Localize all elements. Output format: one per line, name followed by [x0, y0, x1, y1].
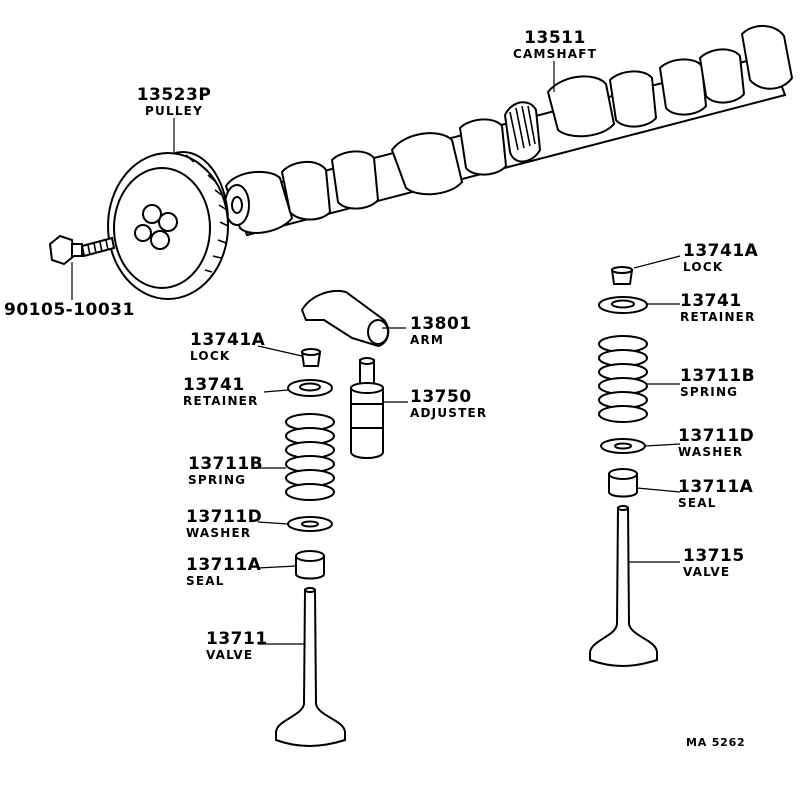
part-number: 13741 — [680, 291, 742, 311]
callout-camshaft: 13511 CAMSHAFT — [513, 28, 597, 61]
left-spring-drawing — [285, 413, 335, 501]
part-name: SPRING — [680, 385, 739, 399]
camshaft-gear-teeth — [509, 105, 536, 151]
left-valve-drawing — [275, 587, 346, 747]
part-name: LOCK — [683, 260, 724, 274]
right-spring-drawing — [598, 335, 648, 423]
bolt-drawing — [48, 234, 116, 266]
part-name: CAMSHAFT — [513, 47, 597, 61]
part-number: 13711A — [186, 555, 262, 575]
callout-left-washer: 13711D WASHER — [186, 507, 263, 540]
right-valve-drawing — [589, 505, 658, 667]
leader-left-lock — [257, 345, 303, 357]
part-name: RETAINER — [680, 310, 756, 324]
part-number: 13711B — [188, 454, 264, 474]
callout-left-retainer: 13741 RETAINER — [183, 375, 259, 408]
part-number: 13711B — [680, 366, 756, 386]
part-name: SPRING — [188, 473, 247, 487]
callout-right-spring: 13711B SPRING — [680, 366, 756, 399]
callout-bolt: 90105-10031 — [4, 302, 135, 319]
leader-right-lock — [633, 255, 681, 269]
diagram-reference-code: MA 5262 — [686, 736, 746, 749]
callout-left-valve: 13711 VALVE — [206, 629, 268, 662]
part-number: 13511 — [524, 28, 586, 48]
callout-right-washer: 13711D WASHER — [678, 426, 755, 459]
left-retainer-drawing — [287, 379, 333, 397]
callout-right-retainer: 13741 RETAINER — [680, 291, 756, 324]
part-name: WASHER — [678, 445, 744, 459]
part-name: WASHER — [186, 526, 252, 540]
callout-right-seal: 13711A SEAL — [678, 477, 754, 510]
callout-arm: 13801 ARM — [410, 314, 472, 347]
rocker-arm-drawing — [300, 290, 390, 348]
callout-left-spring: 13711B SPRING — [188, 454, 264, 487]
part-name: ADJUSTER — [410, 406, 488, 420]
part-name: VALVE — [206, 648, 254, 662]
camshaft-drawing — [224, 25, 794, 237]
right-retainer-drawing — [598, 296, 648, 314]
part-number: 13801 — [410, 314, 472, 334]
leader-left-seal — [257, 565, 297, 569]
leader-right-seal — [636, 487, 681, 493]
callout-right-lock: 13741A LOCK — [683, 241, 759, 274]
part-number: 13711D — [186, 507, 263, 527]
part-number: 13523P — [136, 85, 212, 105]
pulley-teeth — [185, 154, 229, 273]
part-number: 13741A — [683, 241, 759, 261]
callout-right-valve: 13715 VALVE — [683, 546, 745, 579]
part-number: 13741A — [190, 330, 266, 350]
part-name: LOCK — [190, 349, 231, 363]
callout-left-lock: 13741A LOCK — [190, 330, 266, 363]
part-number: 13711D — [678, 426, 755, 446]
bolt-threads — [87, 239, 109, 256]
callout-pulley: 13523P PULLEY — [136, 85, 212, 118]
left-seal-drawing — [295, 550, 325, 580]
left-washer-drawing — [287, 516, 333, 532]
part-number: 13711A — [678, 477, 754, 497]
pulley-drawing — [107, 151, 229, 300]
part-number: 90105-10031 — [4, 300, 135, 320]
right-washer-drawing — [600, 438, 646, 454]
right-seal-drawing — [608, 468, 638, 498]
part-name: PULLEY — [145, 104, 203, 118]
part-name: SEAL — [678, 496, 717, 510]
part-name: RETAINER — [183, 394, 259, 408]
part-number: 13715 — [683, 546, 745, 566]
part-name: VALVE — [683, 565, 731, 579]
leader-lines — [71, 61, 681, 645]
part-number: 13711 — [206, 629, 268, 649]
part-name: SEAL — [186, 574, 225, 588]
leader-left-washer — [257, 521, 289, 525]
leader-right-washer — [644, 443, 681, 447]
adjuster-drawing — [350, 357, 384, 459]
part-name: ARM — [410, 333, 445, 347]
callout-left-seal: 13711A SEAL — [186, 555, 262, 588]
leader-left-retainer — [263, 389, 289, 393]
part-number: 13741 — [183, 375, 245, 395]
callout-adjuster: 13750 ADJUSTER — [410, 387, 488, 420]
part-number: 13750 — [410, 387, 472, 407]
left-lock-drawing — [300, 348, 322, 367]
right-lock-drawing — [610, 266, 634, 285]
